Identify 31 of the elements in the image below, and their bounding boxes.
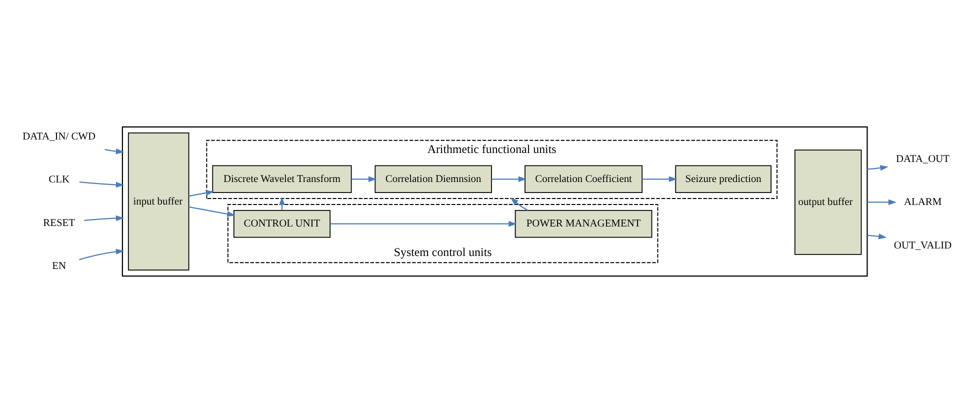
arrow: [84, 215, 124, 222]
node-text: EN: [52, 261, 66, 272]
node-box: Seizure prediction: [675, 165, 772, 193]
arrow: [79, 248, 124, 260]
node-box: Discrete Wavelet Transform: [212, 165, 352, 193]
node-text: RESET: [43, 218, 75, 229]
cluster: [122, 126, 868, 277]
arrow: [104, 148, 124, 154]
arrow: [510, 197, 528, 211]
arrow: [79, 182, 124, 188]
arrow: [330, 221, 517, 227]
node-box: Correlation Coefficient: [524, 165, 643, 193]
node-text: CLK: [48, 174, 70, 186]
arrow: [279, 196, 285, 210]
arrow: [188, 206, 236, 217]
node-box: Correlation Diemnsion: [374, 165, 492, 193]
arrow: [867, 165, 888, 171]
node-box: CONTROL UNIT: [233, 210, 331, 238]
arrow: [867, 199, 897, 206]
node-text: DATA_IN/ CWD: [22, 131, 96, 142]
arrow: [352, 176, 377, 182]
node-box: input buffer: [128, 132, 190, 271]
node-box: output buffer: [794, 150, 862, 255]
arrow: [188, 190, 214, 197]
node-text: DATA_OUT: [896, 154, 950, 165]
arrow: [867, 234, 887, 240]
node-text: ALARM: [904, 197, 942, 208]
arrow: [492, 176, 527, 182]
arrow: [642, 176, 678, 182]
node-box: POWER MANAGEMENT: [514, 210, 652, 238]
node-text: OUT_VALID: [894, 240, 952, 252]
